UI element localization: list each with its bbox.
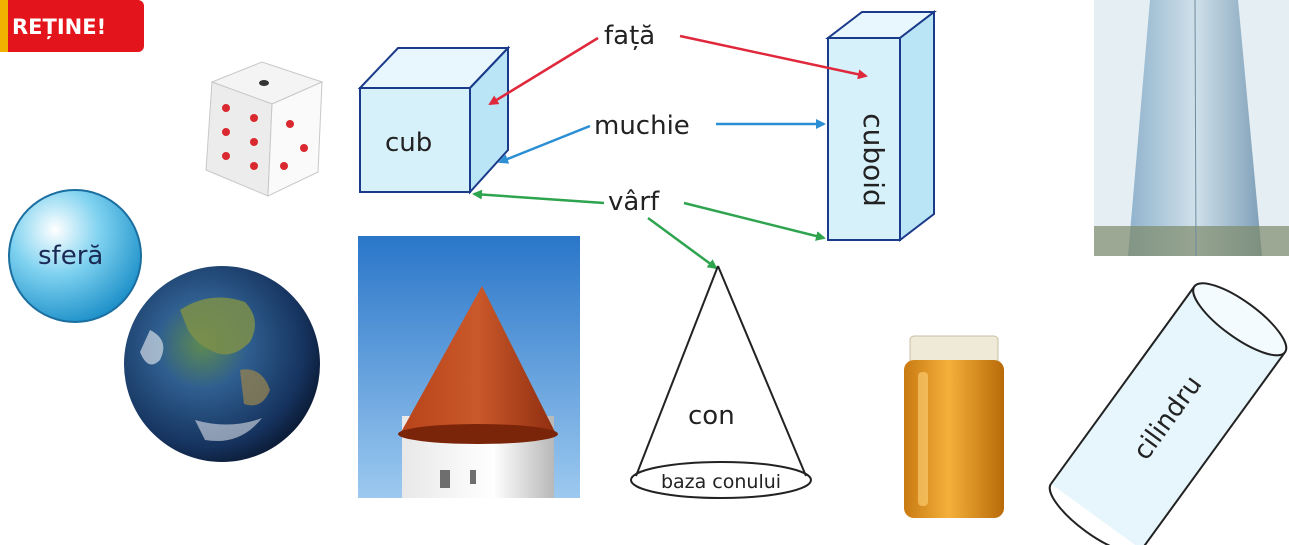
cube-label: cub <box>385 128 432 158</box>
cuboid-shape: cuboid <box>825 9 937 243</box>
cylinder-shape: cilindru <box>1048 282 1288 545</box>
cone-label: con <box>688 401 735 431</box>
skyscraper-photo <box>1094 0 1289 257</box>
retine-label: REȚINE! <box>12 15 106 40</box>
earth-globe-icon <box>124 266 320 462</box>
retine-badge: REȚINE! <box>0 0 144 52</box>
vertex-label: vârf <box>608 187 660 217</box>
face-arrows: față <box>488 21 868 106</box>
cone-shape: con baza conului <box>630 265 812 499</box>
vertex-arrows: vârf <box>472 187 826 270</box>
tower-photo <box>358 236 580 498</box>
dice-icon <box>205 61 324 197</box>
honey-jar-icon <box>904 335 1004 518</box>
sphere-label: sferă <box>38 241 103 271</box>
sphere-shape: sferă <box>8 189 142 323</box>
cone-base-label: baza conului <box>661 471 781 493</box>
edge-arrows: muchie <box>498 111 826 164</box>
cube-shape: cub <box>357 45 511 195</box>
cuboid-label: cuboid <box>857 113 890 207</box>
edge-label: muchie <box>594 111 690 141</box>
face-label: față <box>604 21 655 51</box>
